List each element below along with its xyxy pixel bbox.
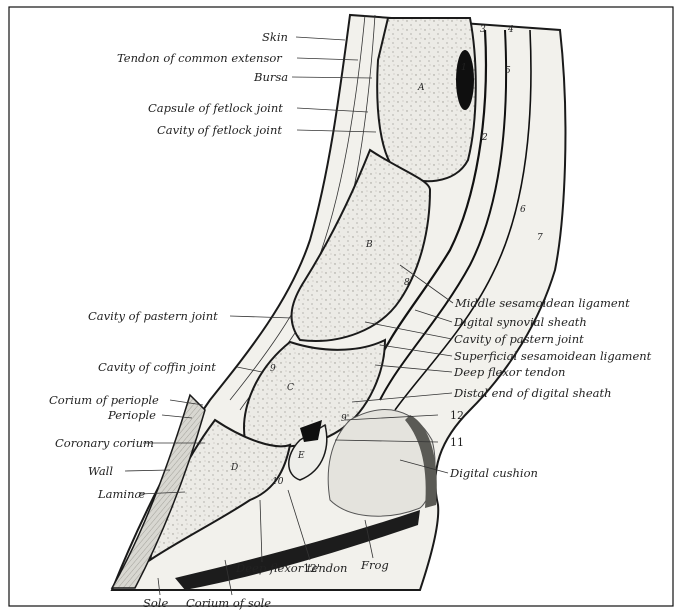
mark-B: B	[365, 240, 373, 250]
mark-7: 7	[537, 233, 543, 243]
label-cavity-pastern-left: Cavity of pastern joint	[88, 309, 218, 323]
cavity-1	[456, 50, 474, 110]
mark-5: 5	[505, 66, 511, 76]
label-cavity-fetlock: Cavity of fetlock joint	[157, 123, 282, 137]
label-corium-periople: Corium of periople	[49, 393, 159, 407]
mark-C: C	[287, 383, 294, 393]
mark-D: D	[230, 463, 238, 473]
mark-A: A	[417, 83, 425, 93]
mark-3: 3	[480, 25, 486, 35]
label-coronary-corium: Coronary corium	[55, 436, 154, 450]
mark-9: 9	[270, 364, 276, 374]
label-skin: Skin	[262, 30, 288, 44]
label-sole: Sole	[143, 596, 168, 610]
label-middle-sesamoidean: Middle sesamoidean ligament	[454, 296, 630, 310]
mark-E: E	[297, 451, 305, 461]
mark-6: 6	[520, 205, 526, 215]
label-corium-sole: Corium of sole	[186, 596, 271, 610]
label-tendon-common-extensor: Tendon of common extensor	[117, 51, 283, 65]
label-capsule-fetlock: Capsule of fetlock joint	[148, 101, 283, 115]
label-wall: Wall	[88, 464, 113, 478]
label-deep-flexor-tendon-right: Deep flexor tendon	[453, 365, 565, 379]
mark-4: 4	[507, 25, 514, 35]
label-frog: Frog	[360, 558, 389, 572]
label-digital-cushion: Digital cushion	[449, 466, 538, 480]
mark-10: 10	[272, 477, 284, 487]
label-bursa: Bursa	[253, 70, 288, 84]
label-periople: Periople	[107, 408, 156, 422]
mark-9-prime: 9'	[341, 414, 349, 424]
label-digital-synovial-sheath: Digital synovial sheath	[453, 315, 587, 329]
label-cavity-pastern-right: Cavity of pastern joint	[454, 332, 584, 346]
label-12: 12	[450, 409, 464, 422]
label-12-prime: 12'	[303, 562, 320, 575]
mark-1: 1	[461, 63, 467, 73]
label-cavity-coffin: Cavity of coffin joint	[98, 360, 216, 374]
label-deep-flexor-tendon-bottom: Deep flexor tendon	[235, 561, 347, 575]
mark-2: 2	[481, 133, 488, 143]
label-superficial-sesamoidean: Superficial sesamoidean ligament	[454, 349, 652, 363]
label-distal-end-sheath: Distal end of digital sheath	[453, 386, 612, 400]
mark-8: 8	[404, 278, 410, 288]
label-11: 11	[450, 436, 464, 449]
label-laminae: Laminæ	[97, 487, 145, 501]
